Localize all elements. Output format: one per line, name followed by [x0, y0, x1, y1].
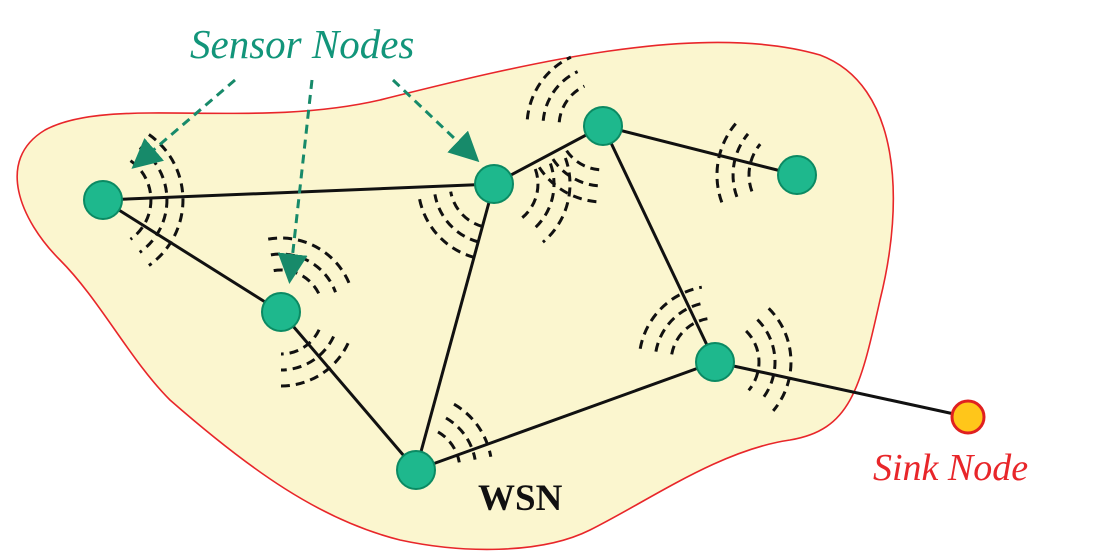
sink-node — [950, 399, 986, 435]
sensor-nodes-label: Sensor Nodes — [190, 21, 414, 67]
radio-wave-arc — [433, 194, 479, 244]
radio-wave-arc — [531, 162, 556, 232]
radio-waves — [129, 55, 793, 463]
link-c-f — [414, 183, 496, 471]
link-c-d — [493, 124, 604, 186]
sensor-node — [777, 155, 817, 195]
radio-wave-arc — [449, 191, 484, 228]
radio-wave-arc — [747, 143, 762, 192]
sensor-node — [695, 342, 735, 382]
sensor-node — [583, 106, 623, 146]
radio-wave-arc — [280, 335, 335, 372]
wsn-label: WSN — [478, 478, 563, 519]
radio-wave-arc — [417, 196, 475, 259]
sensor-node — [83, 180, 123, 220]
radio-wave-arc — [437, 430, 461, 463]
radio-wave-arc — [541, 70, 579, 121]
link-d-g — [601, 125, 717, 363]
wsn-region — [16, 41, 895, 551]
radio-wave-arc — [731, 132, 750, 198]
sink-node-label: Sink Node — [873, 447, 1028, 489]
sensor-nodes — [83, 106, 817, 490]
annotation-arrow — [131, 78, 236, 169]
radio-wave-arc — [148, 133, 185, 267]
annotation-arrow — [391, 78, 480, 163]
link-b-f — [279, 311, 418, 471]
link-a-b — [102, 198, 282, 314]
radio-wave-arc — [756, 318, 777, 402]
radio-wave-arc — [535, 163, 597, 204]
sensor-annotation-arrows — [131, 78, 480, 284]
radio-wave-arc — [129, 159, 153, 241]
radio-wave-arc — [525, 55, 572, 120]
radio-wave-arc — [670, 317, 708, 355]
radio-wave-arc — [654, 301, 705, 352]
radio-wave-arc — [453, 402, 493, 458]
radio-wave-arc — [767, 307, 793, 412]
link-d-e — [602, 124, 798, 177]
sensor-node — [396, 450, 436, 490]
radio-wave-arc — [445, 416, 477, 460]
radio-wave-arc — [280, 329, 321, 356]
radio-wave-arc — [267, 236, 352, 288]
radio-wave-arc — [638, 285, 703, 350]
network-links — [102, 124, 969, 472]
radio-wave-arc — [745, 329, 761, 392]
sensor-node — [474, 164, 514, 204]
radio-wave-arc — [557, 84, 586, 123]
radio-wave-arc — [521, 168, 540, 219]
annotation-arrow — [277, 79, 314, 284]
radio-wave-arc — [563, 147, 600, 172]
link-g-sink — [714, 360, 969, 419]
radio-wave-arc — [549, 155, 598, 188]
link-f-g — [415, 360, 716, 472]
radio-wave-arc — [541, 157, 572, 244]
sensor-node — [261, 292, 301, 332]
